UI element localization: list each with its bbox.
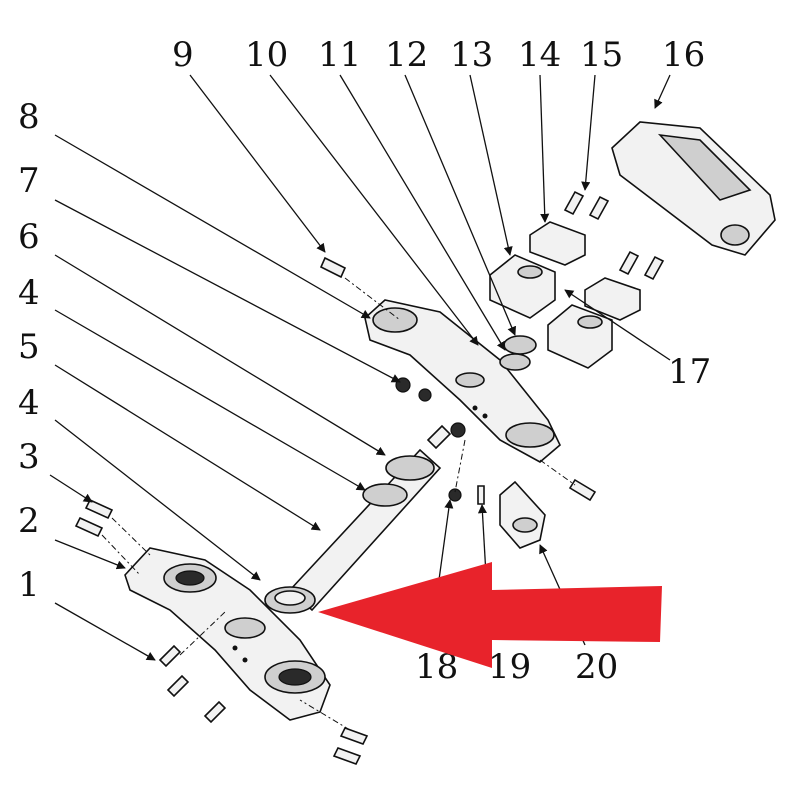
callout-6: 6 [18, 217, 40, 257]
callout-5: 5 [18, 327, 40, 367]
callout-1: 1 [18, 565, 40, 605]
highlight-arrow [318, 562, 662, 668]
callout-10: 10 [245, 35, 288, 75]
callout-11: 11 [318, 35, 361, 75]
nut-18 [448, 488, 462, 502]
callout-12: 12 [385, 35, 428, 75]
callout-2: 2 [18, 501, 40, 541]
callout-14: 14 [518, 35, 561, 75]
cap-bolts-15 [563, 190, 665, 281]
riser-cap-upper [529, 221, 586, 266]
handlebar-pad [611, 121, 776, 256]
callout-13: 13 [450, 35, 493, 75]
bolt-bottom-1 [158, 644, 227, 724]
callout-20: 20 [575, 647, 618, 687]
assembly-axis-lines [101, 277, 576, 731]
nut-right [450, 422, 466, 438]
callout-4-lower: 4 [18, 383, 40, 423]
washer-12 [499, 353, 531, 371]
callout-19: 19 [488, 647, 531, 687]
callout-4-upper: 4 [18, 273, 40, 313]
callout-9: 9 [172, 35, 194, 75]
riser-cap-lower [584, 277, 641, 321]
callout-17: 17 [668, 352, 711, 392]
bolt-clamp-right [568, 478, 597, 502]
nut-mid [418, 388, 432, 402]
upper-triple-clamp [364, 299, 561, 463]
pin-19 [477, 485, 485, 505]
bracket-20 [499, 480, 546, 549]
callout-16: 16 [662, 35, 705, 75]
leader-lines [49, 74, 671, 661]
lower-triple-clamp [124, 547, 331, 721]
washer-11 [503, 335, 537, 355]
callout-8: 8 [18, 97, 40, 137]
riser-lower [547, 304, 613, 369]
bolt-pair-bottom-right [332, 727, 369, 765]
callout-7: 7 [18, 161, 40, 201]
callout-numbers: 1 2 3 4 5 4 6 7 8 9 10 11 12 13 14 15 16… [18, 35, 711, 687]
steering-stem [264, 424, 452, 614]
bolt-9 [319, 256, 347, 279]
nut-left [395, 377, 411, 393]
callout-3: 3 [18, 437, 40, 477]
callout-15: 15 [580, 35, 623, 75]
bolt-pair-top-left [74, 498, 114, 538]
riser-upper [489, 254, 556, 319]
